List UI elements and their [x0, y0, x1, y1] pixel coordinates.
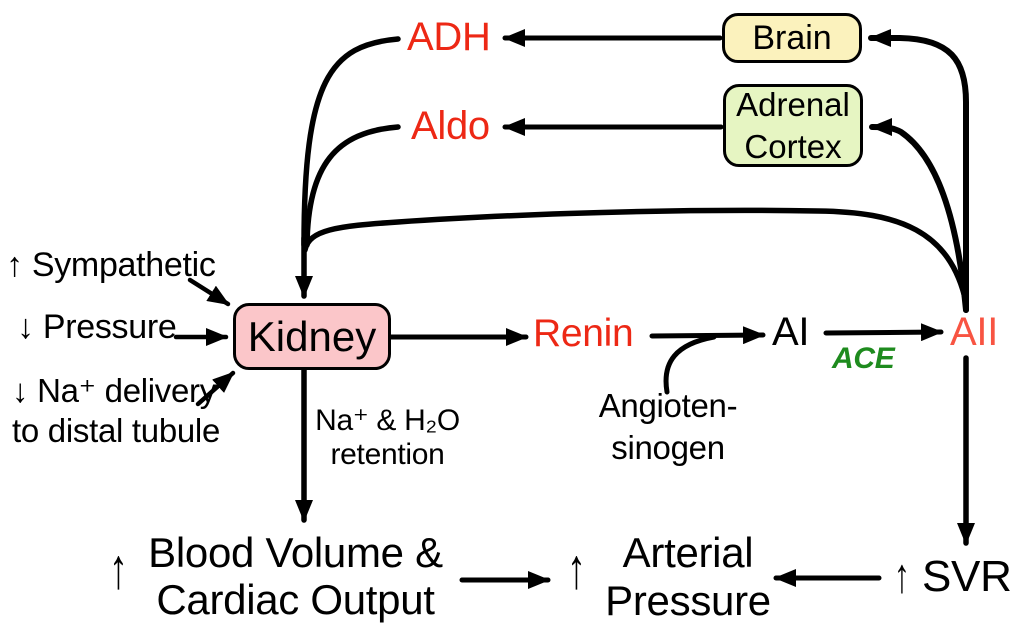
line-angiotensinogen-branch — [663, 334, 717, 395]
line-aii-to-kidney — [302, 207, 969, 305]
ace-label: ACE — [832, 342, 895, 375]
na-delivery-label: ↓ Na⁺ delivery to distal tubule — [12, 372, 221, 449]
kidney-box-label: Kidney — [247, 312, 377, 360]
blood-volume-up-arrow: ↑ — [109, 536, 128, 601]
sympathetic-label: ↑ Sympathetic — [6, 246, 216, 284]
pressure-label: ↓ Pressure — [17, 308, 177, 346]
renin-label: Renin — [533, 312, 634, 355]
line-adh-to-kidney — [301, 36, 401, 248]
kidney-box: Kidney — [233, 303, 391, 370]
angiotensinogen-label: Angioten- sinogen — [598, 387, 738, 467]
angiotensin-ii-label: AII — [950, 310, 999, 354]
brain-box-label: Brain — [752, 18, 832, 57]
arrow-ai-to-aii — [823, 323, 944, 342]
blood-volume-label: Blood Volume & Cardiac Output — [148, 529, 443, 624]
svr-up-arrow: ↑ — [893, 547, 911, 603]
aldo-label: Aldo — [411, 104, 490, 148]
adrenal-cortex-box: Adrenal Cortex — [723, 84, 863, 167]
svr-label: SVR — [922, 552, 1012, 601]
arrow-aii-to-brain — [868, 29, 969, 313]
arrow-renin-to-ai — [649, 326, 766, 345]
arrow-sympathetic-to-kidney — [187, 277, 231, 307]
arterial-pressure-label: Arterial Pressure — [605, 529, 771, 625]
na-h2o-retention-label: Na⁺ & H₂O retention — [315, 404, 460, 471]
adrenal-cortex-box-label: Adrenal Cortex — [736, 85, 850, 165]
adh-label: ADH — [407, 15, 491, 59]
brain-box: Brain — [722, 13, 862, 63]
arrow-na-delivery-to-kidney — [195, 370, 236, 407]
arrow-aii-to-adrenal — [869, 118, 969, 313]
arterial-pressure-up-arrow: ↑ — [567, 536, 586, 601]
angiotensin-i-label: AI — [772, 310, 810, 354]
line-aldo-to-kidney — [304, 124, 401, 248]
